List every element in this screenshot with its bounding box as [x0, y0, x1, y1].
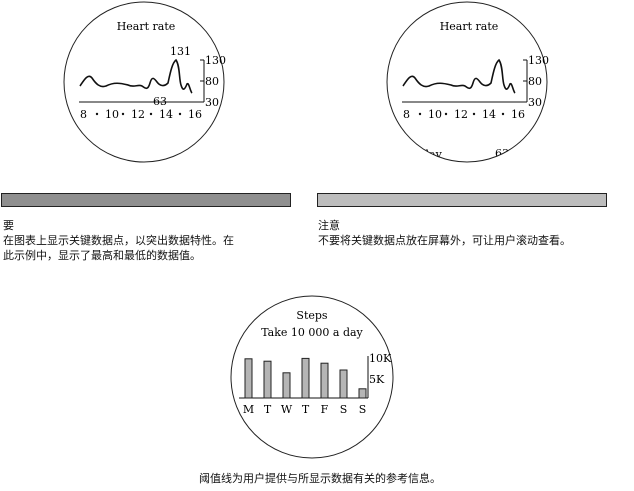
y-tick-label: 30	[528, 96, 542, 109]
x-tick-dot	[121, 112, 125, 116]
x-tick-label: 10	[428, 108, 442, 121]
bar-4	[320, 362, 329, 399]
heart-rate-line	[79, 58, 193, 94]
x-tick-label: 16	[511, 108, 525, 121]
chart-title: Heart rate	[440, 20, 499, 33]
x-tick-label: 14	[482, 108, 496, 121]
x-tick-label: 12	[131, 108, 145, 121]
bar-2	[282, 372, 291, 399]
dont-label: 注意	[318, 219, 340, 232]
do-indicator-bar	[1, 193, 291, 207]
do-description-line: 此示例中，显示了最高和最低的数据值。	[3, 249, 201, 262]
watch-face	[386, 1, 548, 163]
x-tick-dot	[418, 112, 422, 116]
y-tick-label: 10K	[369, 352, 392, 365]
x-tick-label: 8	[403, 108, 410, 121]
x-tick-label: 8	[80, 108, 87, 121]
x-tick-label: 12	[454, 108, 468, 121]
x-tick-label: M	[243, 403, 254, 416]
y-tick-label: 130	[528, 54, 549, 67]
x-tick-label: T	[264, 403, 272, 416]
heart-rate-watch-left: Heart rate 131 63 130 80 30 8 10 12 14 1…	[63, 1, 226, 163]
watch-face	[230, 295, 394, 459]
x-tick-label: W	[281, 403, 293, 416]
do-description-line: 在图表上显示关键数据点，以突出数据特性。在	[3, 234, 234, 247]
chart-title: Steps	[296, 309, 328, 322]
y-tick-label: 130	[205, 54, 226, 67]
bar-6	[358, 388, 367, 399]
y-tick-label: 80	[205, 75, 219, 88]
bar-5	[339, 369, 348, 399]
watch-face	[63, 1, 225, 163]
x-tick-label: 10	[105, 108, 119, 121]
bar-3	[301, 357, 310, 399]
clipped-text-right: 63B	[495, 147, 517, 160]
x-tick-label: S	[340, 403, 348, 416]
chart-subtitle: Take 10 000 a day	[261, 326, 363, 339]
x-tick-dot	[178, 112, 182, 116]
do-description: 在图表上显示关键数据点，以突出数据特性。在 此示例中，显示了最高和最低的数据值。	[3, 233, 303, 263]
x-tick-label: 14	[159, 108, 173, 121]
bar-0	[244, 358, 253, 399]
x-tick-dot	[501, 112, 505, 116]
heart-rate-line	[402, 58, 516, 94]
bar-1	[263, 360, 272, 399]
x-tick-dot	[149, 112, 153, 116]
x-tick-dot	[95, 112, 99, 116]
x-tick-label: 16	[188, 108, 202, 121]
x-tick-label: T	[302, 403, 310, 416]
max-value-label: 131	[170, 45, 191, 58]
dont-indicator-bar	[317, 193, 607, 207]
x-tick-dot	[444, 112, 448, 116]
x-tick-dot	[472, 112, 476, 116]
y-tick-label: 30	[205, 96, 219, 109]
y-tick-label: 80	[528, 75, 542, 88]
threshold-caption: 阈值线为用户提供与所显示数据有关的参考信息。	[199, 472, 441, 485]
chart-title: Heart rate	[117, 20, 176, 33]
x-tick-label: F	[321, 403, 329, 416]
x-tick-label: S	[359, 403, 367, 416]
do-label: 要	[3, 219, 14, 232]
heart-rate-watch-right: Heart rate 130 80 30 8 10 12 14 16 day 6…	[386, 1, 549, 163]
y-tick-label: 5K	[369, 373, 385, 386]
dont-description: 不要将关键数据点放在屏幕外，可让用户滚动查看。	[318, 234, 571, 247]
